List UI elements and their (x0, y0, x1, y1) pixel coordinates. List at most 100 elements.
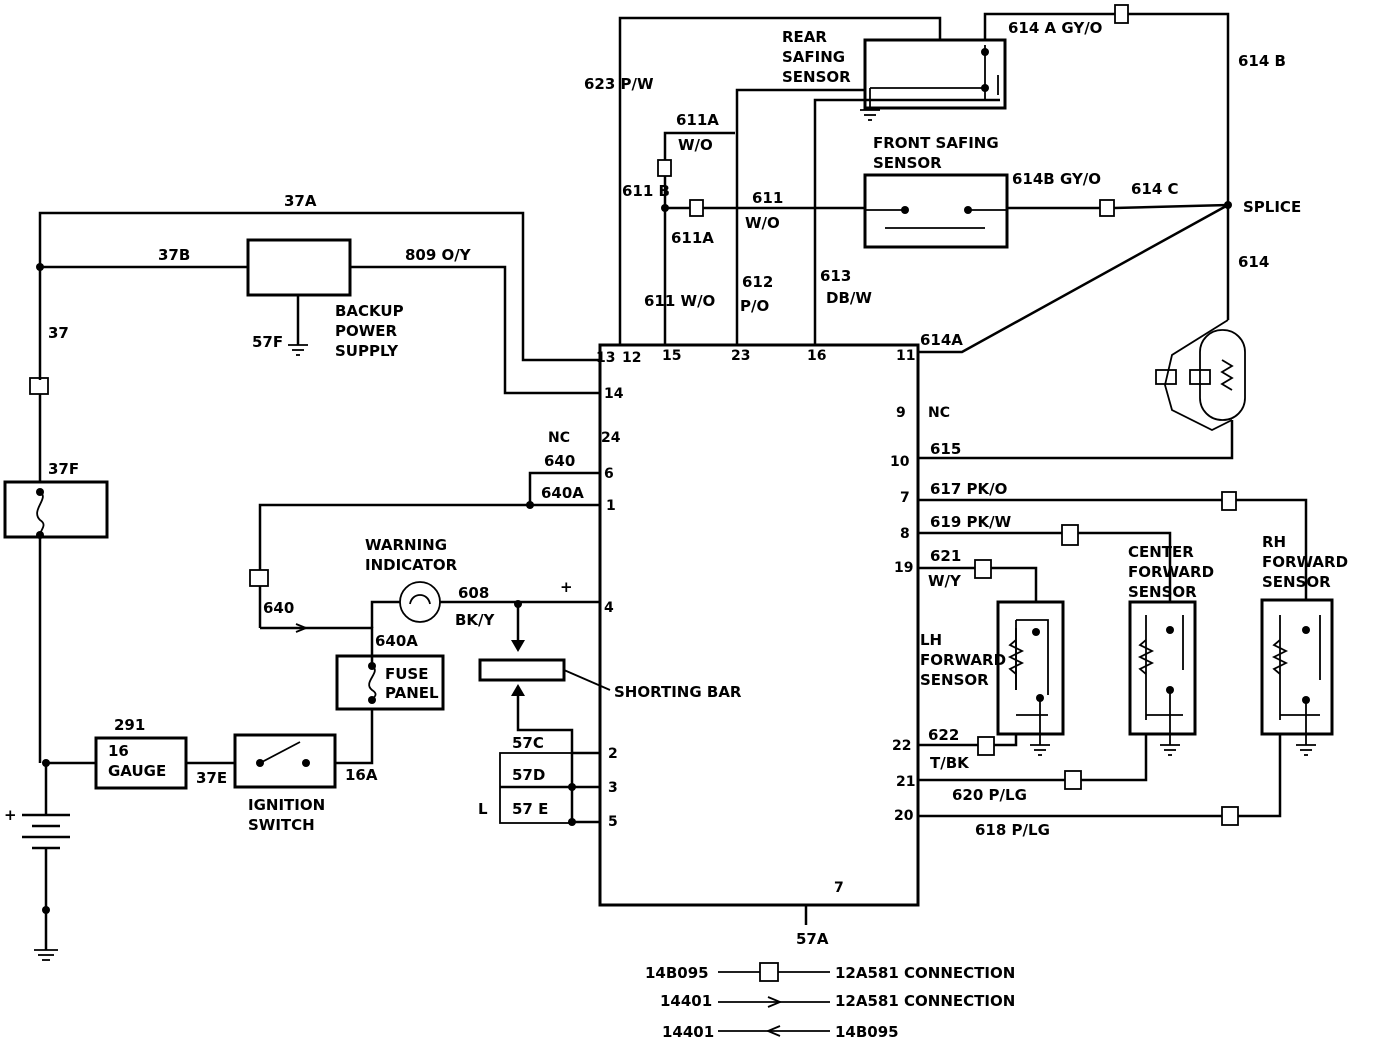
rear-safing-label: REAR (782, 28, 827, 46)
pin-number: NC (928, 405, 950, 421)
lh-sensor-label: SENSOR (920, 671, 989, 689)
positive-terminal-label: + (4, 806, 17, 824)
wire-label: 37F (48, 460, 79, 478)
wire-640a (258, 503, 600, 570)
legend-left-text: 14401 (662, 1023, 714, 1040)
connector-icon (977, 736, 995, 756)
connector-icon (1189, 369, 1211, 385)
backup-power-label: POWER (335, 322, 398, 340)
wire-label: 623 P/W (584, 75, 654, 93)
pin-number: 16 (807, 348, 826, 364)
wire-label: 640A (375, 632, 418, 650)
connector-icon (1114, 4, 1129, 24)
lh-sensor-label: LH (920, 631, 942, 649)
backup-power-label: SUPPLY (335, 342, 399, 360)
pin-number: 14 (604, 386, 624, 402)
legend-right-text: 12A581 CONNECTION (835, 992, 1015, 1010)
wire-label: 809 O/Y (405, 246, 472, 264)
pin-number: 15 (662, 348, 681, 364)
warning-indicator-label: INDICATOR (365, 556, 458, 574)
wire-label: 57C (512, 734, 544, 752)
rh-sensor-label: RH (1262, 533, 1286, 551)
shorting-bar-label: SHORTING BAR (614, 683, 742, 701)
pin-number: 8 (900, 526, 910, 542)
shorting-bar-arrow-up (511, 684, 525, 696)
legend-inline-icon (767, 996, 783, 1008)
sixteen-gauge-wire-box (94, 736, 188, 790)
pin-number: 19 (894, 560, 913, 576)
connector-icon (249, 569, 269, 587)
warning-indicator-label: WARNING (365, 536, 447, 554)
wire-label: T/BK (930, 754, 970, 772)
wire-640a-lamp (370, 600, 400, 628)
pin-number: 11 (896, 348, 915, 364)
wire-label: 614 B (1238, 52, 1286, 70)
wire-16a (335, 700, 374, 765)
rear-safing-label: SAFING (782, 48, 845, 66)
shorting-bar-leader (563, 669, 611, 691)
wire-label: 37E (196, 769, 227, 787)
lh-forward-sensor (996, 600, 1065, 736)
rh-sensor-label: SENSOR (1262, 573, 1331, 591)
wire-label: 618 P/LG (975, 821, 1050, 839)
pin-number: 13 (596, 350, 615, 366)
diagnostic-module (598, 343, 920, 907)
wire-label: 611 W/O (644, 292, 715, 310)
wire-label: P/O (740, 297, 769, 315)
ignition-switch (233, 733, 337, 789)
wire-label: 614A (920, 331, 963, 349)
front-safing-label: SENSOR (873, 154, 942, 172)
center-sensor-label: FORWARD (1128, 563, 1214, 581)
wire-612 (735, 88, 865, 345)
front-safing-sensor (863, 173, 1009, 249)
gauge-label: 291 (114, 716, 145, 734)
pin-number: 10 (890, 454, 910, 470)
wire-label: 614B GY/O (1012, 170, 1101, 188)
pin-number: 24 (601, 430, 621, 446)
wire-label: W/O (745, 214, 780, 232)
wire-label: 611 B (622, 182, 670, 200)
pin-number: 2 (608, 746, 618, 762)
wire-label: 621 (930, 547, 961, 565)
legend-right-text: 12A581 CONNECTION (835, 964, 1015, 982)
backup-power-supply (246, 238, 352, 297)
rear-safing-label: SENSOR (782, 68, 851, 86)
wire-label: 622 (928, 726, 959, 744)
wire-611a-loop (663, 131, 735, 160)
wire-label: 37A (284, 192, 317, 210)
wire-label: 620 P/LG (952, 786, 1027, 804)
wire-label: 57F (252, 333, 283, 351)
wire-614a (918, 203, 1229, 354)
wire-label: 57A (796, 930, 829, 948)
pin-number: 1 (606, 498, 616, 514)
connector-icon (1061, 524, 1079, 546)
wire-label: 57D (512, 766, 545, 784)
wire-label: BK/Y (455, 611, 496, 629)
wire-614a-top2 (1128, 12, 1230, 205)
positive-terminal-label: + (560, 578, 573, 596)
connector-icon (1221, 491, 1237, 511)
connector-icon (29, 377, 49, 395)
pin-number: 7 (900, 490, 910, 506)
wire-label: W/O (678, 136, 713, 154)
wire-label: 615 (930, 440, 961, 458)
wire-614c (1113, 203, 1229, 210)
fuse-37f (3, 480, 109, 539)
pin-number: NC (548, 430, 570, 446)
wire-label: 57 E (512, 800, 548, 818)
wire-640 (528, 471, 600, 505)
inline-connector-icon (295, 623, 309, 633)
pin-number: 7 (834, 880, 844, 896)
pin-number: 22 (892, 738, 911, 754)
rh-forward-sensor (1260, 598, 1334, 736)
connector-icon (689, 199, 704, 217)
wire-613 (813, 98, 1000, 345)
pin-number: 4 (604, 600, 614, 616)
splice-label: SPLICE (1243, 198, 1301, 216)
fuse-link (36, 491, 45, 536)
wire-label: 640 (544, 452, 575, 470)
connector-icon (657, 159, 672, 177)
wire-label: 640 (263, 599, 294, 617)
fuse-panel-label: FUSE (385, 665, 428, 683)
